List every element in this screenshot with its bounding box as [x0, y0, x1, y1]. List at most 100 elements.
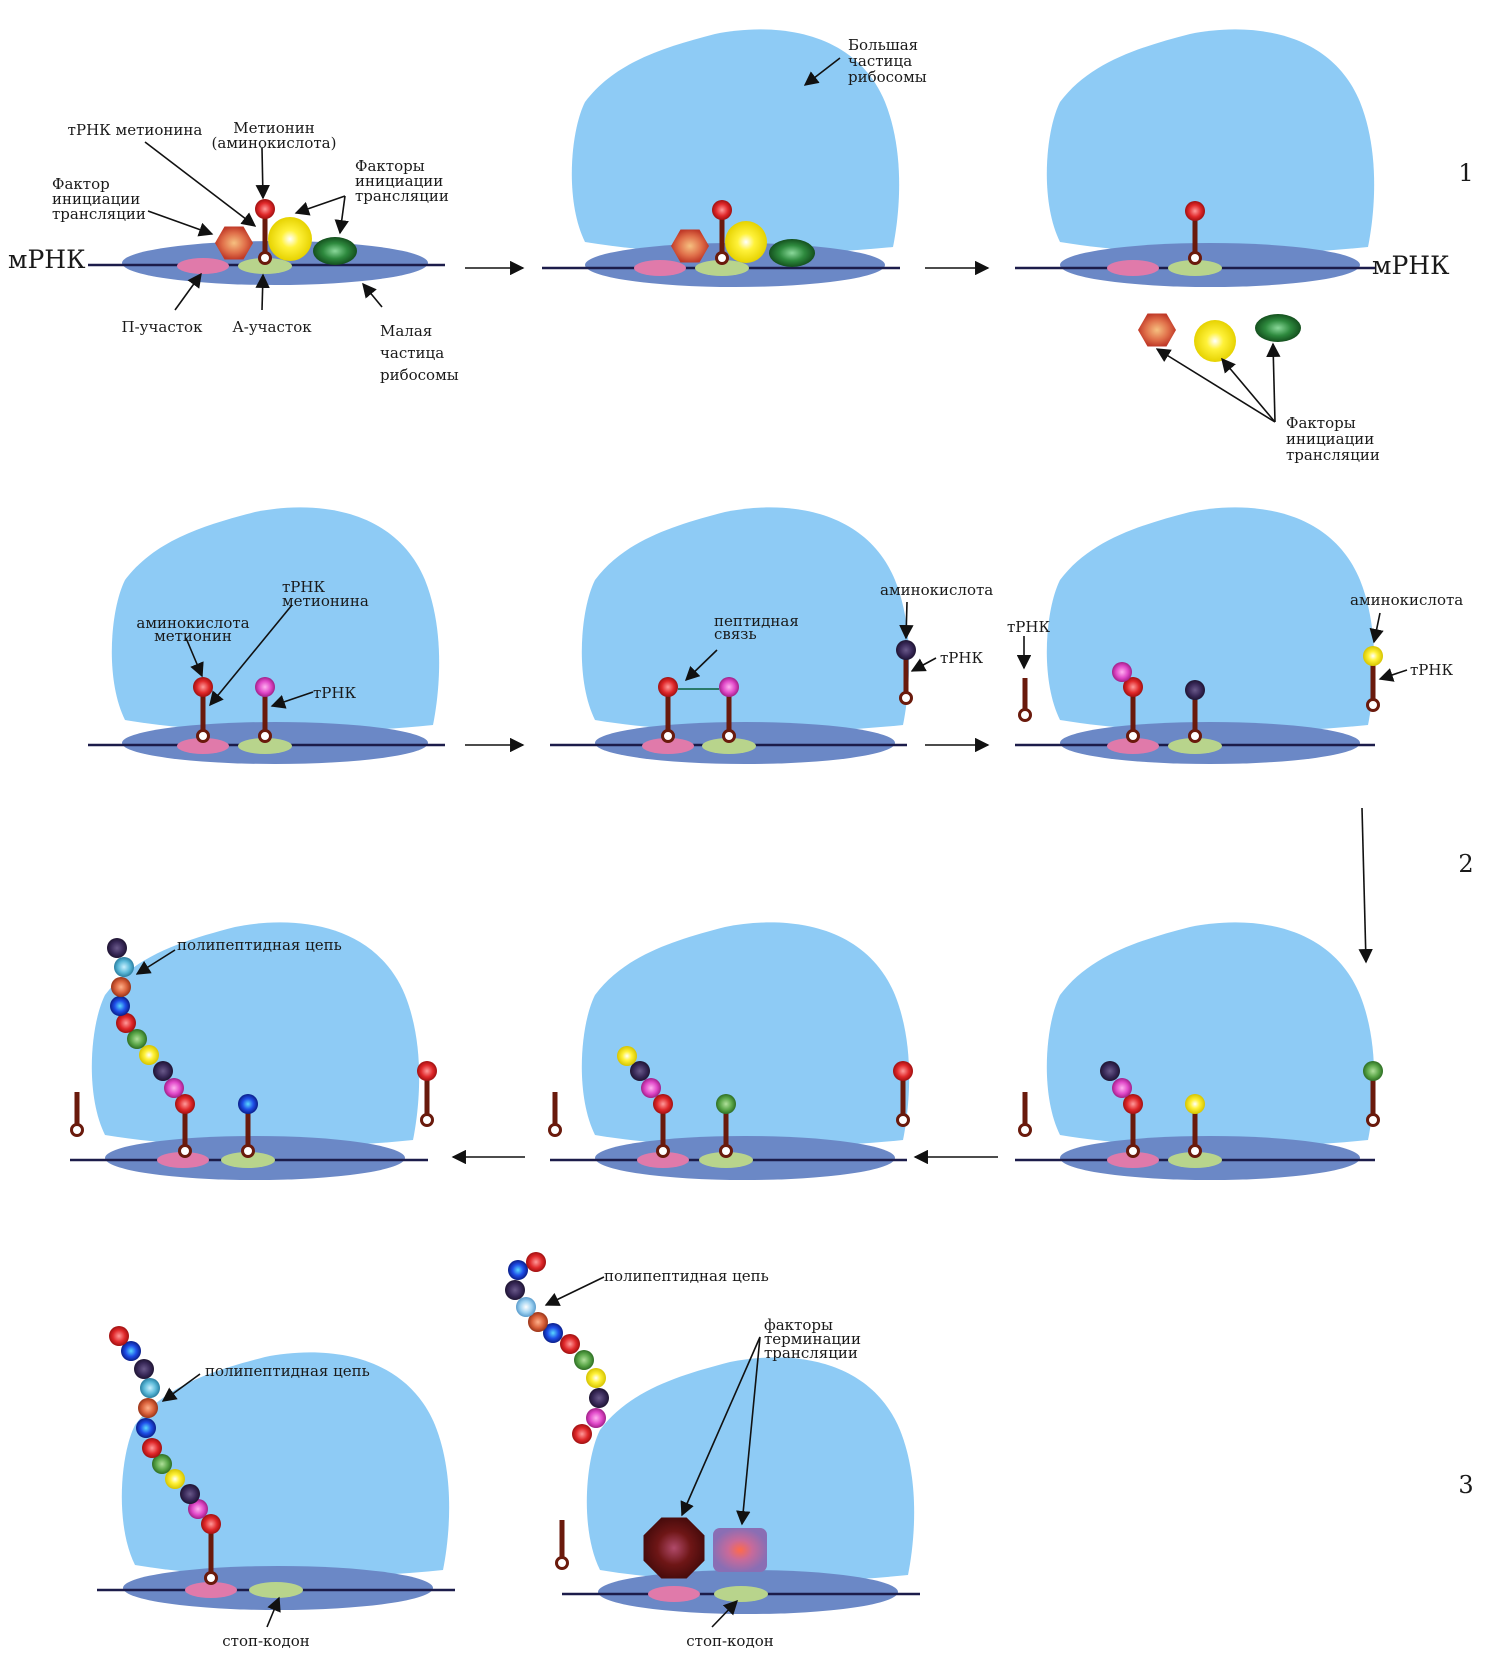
amino-acid-dark [107, 938, 127, 958]
pointer-arrow [1378, 668, 1408, 682]
pointer-arrow [270, 691, 314, 709]
p-site [157, 1152, 209, 1168]
label-p-site: П-участок [122, 318, 204, 336]
init-factor-yellow [268, 217, 312, 261]
label-p-site-line: П-участок [122, 318, 204, 336]
amino-acid-red [1123, 677, 1143, 697]
init-factor-green [313, 237, 357, 265]
amino-acid-magenta [164, 1078, 184, 1098]
amino-acid-red [175, 1094, 195, 1114]
p-site [648, 1586, 700, 1602]
p-site [1107, 738, 1159, 754]
init-factor-hexagon [671, 229, 709, 263]
trna-anticodon-ring [258, 251, 272, 265]
pointer-arrow [711, 1599, 738, 1628]
amino-acid-red [116, 1013, 136, 1033]
pointer-arrow [680, 1336, 761, 1517]
label-trna-row2-1-line: тРНК [313, 684, 356, 702]
label-init-factors-1-line: Факторы [355, 157, 425, 175]
amino-acid-red [255, 199, 275, 219]
amino-acid-magenta [255, 677, 275, 697]
label-mrna-right-line: мРНК [1372, 251, 1450, 280]
pointer-arrow [899, 601, 914, 640]
label-init-factors-1-line: трансляции [355, 187, 449, 205]
pointer-arrow [1155, 348, 1276, 423]
amino-acid-red [142, 1438, 162, 1458]
label-polypeptide-3-line: полипептидная цепь [205, 1362, 370, 1380]
amino-acid-orange [528, 1312, 548, 1332]
amino-acid-magenta [641, 1078, 661, 1098]
label-init-factor-line: Фактор [52, 175, 110, 193]
a-site [238, 738, 292, 754]
label-amino-acid-1-line: аминокислота [880, 581, 993, 599]
label-trna-met-2-line: метионина [282, 592, 369, 610]
label-small-subunit-line: Малая [380, 322, 432, 340]
label-trna-row2-4: тРНК [1410, 661, 1453, 679]
label-trna-met: тРНК метионина [68, 121, 203, 139]
pointer-arrow [144, 141, 257, 227]
pointer-arrow [266, 1596, 281, 1628]
label-init-factors-2-line: Факторы [1286, 414, 1356, 432]
amino-acid-orange [111, 977, 131, 997]
amino-acid-yellow [165, 1469, 185, 1489]
large-subunit [581, 922, 910, 1147]
label-large-subunit-line: частица [848, 52, 912, 70]
trna-anticodon-ring [1188, 1144, 1202, 1158]
p-site [1107, 260, 1159, 276]
stage-number-1: 1 [1458, 159, 1473, 187]
trna-anticodon-ring [241, 1144, 255, 1158]
large-subunit [1046, 507, 1375, 732]
pointer-arrow [185, 637, 204, 678]
trna-anticodon-ring [896, 1113, 910, 1127]
trna-anticodon-ring [548, 1123, 562, 1137]
amino-acid-lightblue [516, 1297, 536, 1317]
amino-acid-green [127, 1029, 147, 1049]
label-init-factor-line: трансляции [52, 205, 146, 223]
termination-factor-square [713, 1528, 767, 1572]
label-methionine-line: (аминокислота) [212, 134, 337, 152]
p-site [177, 258, 229, 274]
stage-number-3: 3 [1458, 1471, 1473, 1499]
amino-acid-magenta [1112, 662, 1132, 682]
pointer-arrow [161, 1373, 201, 1402]
label-methionine: Метионин(аминокислота) [212, 119, 337, 152]
pointer-arrow [1221, 357, 1276, 423]
a-site [238, 258, 292, 274]
label-trna-row2-1: тРНК [313, 684, 356, 702]
amino-acid-yellow [1185, 1094, 1205, 1114]
label-a-site: А-участок [232, 318, 312, 336]
amino-acid-red [1185, 201, 1205, 221]
pointer-arrow [1369, 612, 1384, 644]
label-trna-row2-2-line: тРНК [940, 649, 983, 667]
p-site [634, 260, 686, 276]
a-site [249, 1582, 303, 1598]
label-trna-row2-4-line: тРНК [1410, 661, 1453, 679]
a-site [702, 738, 756, 754]
amino-acid-red [526, 1252, 546, 1272]
amino-acid-red [560, 1334, 580, 1354]
amino-acid-dark [180, 1484, 200, 1504]
trna-anticodon-ring [656, 1144, 670, 1158]
pointer-arrow [209, 604, 293, 707]
trna-anticodon-ring [196, 729, 210, 743]
trna-anticodon-ring [555, 1556, 569, 1570]
amino-acid-dark [896, 640, 916, 660]
amino-acid-orange [138, 1398, 158, 1418]
label-trna-met-line: тРНК метионина [68, 121, 203, 139]
amino-acid-red [893, 1061, 913, 1081]
amino-acid-blue [110, 996, 130, 1016]
amino-acid-red [712, 200, 732, 220]
pointer-arrow [334, 195, 349, 235]
amino-acid-yellow [617, 1046, 637, 1066]
amino-acid-red [1123, 1094, 1143, 1114]
init-factor-green [1255, 314, 1301, 342]
init-factor-green [769, 239, 815, 267]
label-trna-row2-3: тРНК [1007, 618, 1050, 636]
a-site [1168, 260, 1222, 276]
